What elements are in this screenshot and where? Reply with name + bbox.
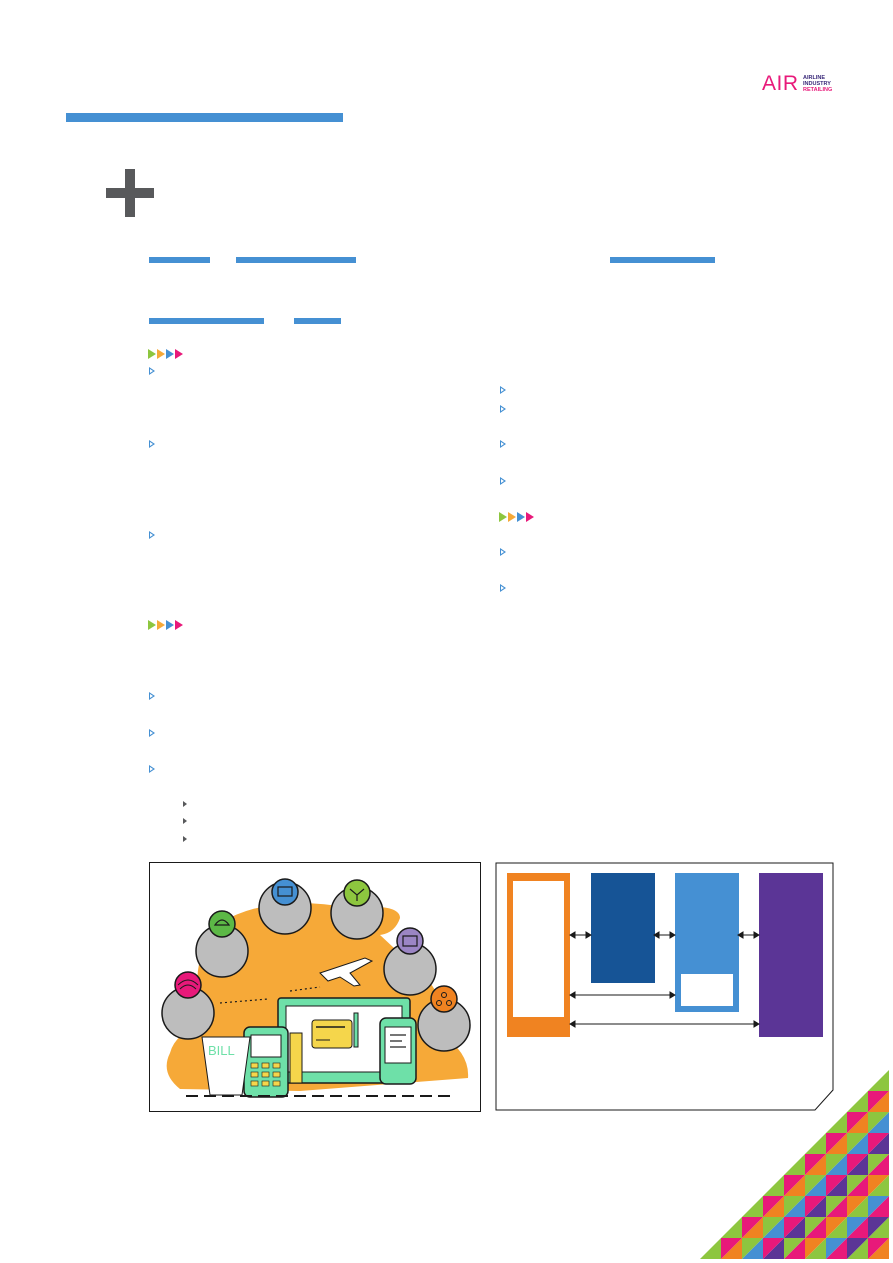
retail-illustration-figure: BILL (149, 862, 481, 1112)
pattern-triangle (763, 1175, 784, 1196)
small-triangle-bullet-icon (183, 818, 187, 824)
pattern-triangle (784, 1154, 805, 1175)
pattern-triangle (868, 1238, 889, 1259)
bill-sticker-text: BILL (208, 1043, 235, 1058)
triangle-bullet-icon (500, 386, 506, 394)
pattern-triangle (868, 1091, 889, 1112)
four-arrow-divider-icon (148, 349, 183, 359)
small-triangle-bullet-icon (183, 801, 187, 807)
pattern-triangle (784, 1217, 805, 1238)
triangle-bullet-icon (149, 729, 155, 737)
pattern-triangle (826, 1196, 847, 1217)
logo-tagline-line1: AIRLINE (803, 75, 825, 81)
pattern-triangle (826, 1217, 847, 1238)
logo-air-text: AIR (762, 72, 799, 95)
triangle-bullet-icon (500, 440, 506, 448)
logo-tagline-line3: RETAILING (803, 87, 833, 93)
pattern-triangle (826, 1238, 847, 1259)
pattern-triangle (868, 1175, 889, 1196)
pattern-triangle (847, 1154, 868, 1175)
pattern-triangle (742, 1196, 763, 1217)
pattern-triangle (805, 1196, 826, 1217)
pattern-triangle (847, 1112, 868, 1133)
pattern-triangle (721, 1238, 742, 1259)
pattern-triangle (742, 1238, 763, 1259)
pattern-triangle (763, 1238, 784, 1259)
title-bar (66, 113, 343, 122)
heading-bar-1 (149, 257, 210, 263)
triangle-bullet-icon (500, 477, 506, 485)
pattern-triangle (784, 1175, 805, 1196)
purple-block (759, 873, 823, 1037)
pattern-triangle (868, 1217, 889, 1238)
pattern-triangle (847, 1091, 868, 1112)
architecture-diagram-figure (495, 862, 835, 1112)
dark-blue-block (591, 873, 655, 983)
pattern-triangle (763, 1217, 784, 1238)
logo-tagline: AIRLINE INDUSTRY RETAILING (803, 75, 832, 93)
triangle-bullet-icon (500, 548, 506, 556)
pattern-triangle (700, 1238, 721, 1259)
small-triangle-bullet-icon (183, 836, 187, 842)
pattern-triangle (742, 1217, 763, 1238)
retail-illustration: BILL (161, 878, 471, 1098)
four-arrow-divider-icon (499, 512, 534, 522)
triangle-bullet-icon (149, 531, 155, 539)
pattern-triangle (805, 1133, 826, 1154)
pattern-triangle (868, 1196, 889, 1217)
heading-bar-2 (236, 257, 356, 263)
decorative-triangle-pattern (700, 1070, 889, 1259)
pattern-triangle (847, 1175, 868, 1196)
pattern-triangle (868, 1154, 889, 1175)
pattern-triangle (826, 1133, 847, 1154)
pattern-triangle (826, 1175, 847, 1196)
pattern-triangle (868, 1133, 889, 1154)
heading-bar-3 (610, 257, 715, 263)
pattern-triangle (847, 1196, 868, 1217)
pattern-triangle (784, 1196, 805, 1217)
four-arrow-divider-icon (148, 620, 183, 630)
pattern-triangle (847, 1133, 868, 1154)
pattern-triangle (805, 1154, 826, 1175)
pattern-triangle (847, 1238, 868, 1259)
heading-bar-5 (294, 318, 341, 324)
pattern-triangle (868, 1070, 889, 1091)
triangle-bullet-icon (149, 692, 155, 700)
heading-bar-4 (149, 318, 264, 324)
architecture-diagram (495, 862, 834, 1111)
triangle-bullet-icon (149, 367, 155, 375)
logo-tagline-line2: INDUSTRY (803, 81, 831, 87)
pattern-triangle (826, 1112, 847, 1133)
pattern-triangle (721, 1217, 742, 1238)
pattern-triangle (826, 1154, 847, 1175)
pattern-triangle (784, 1238, 805, 1259)
triangle-bullet-icon (149, 765, 155, 773)
pattern-triangle (763, 1196, 784, 1217)
pattern-triangle (847, 1217, 868, 1238)
pattern-triangle (805, 1217, 826, 1238)
plus-icon (106, 169, 154, 217)
pattern-triangle (805, 1238, 826, 1259)
triangle-bullet-icon (149, 440, 155, 448)
triangle-bullet-icon (500, 405, 506, 413)
triangle-bullet-icon (500, 584, 506, 592)
pattern-triangle (868, 1112, 889, 1133)
pattern-triangle (805, 1175, 826, 1196)
